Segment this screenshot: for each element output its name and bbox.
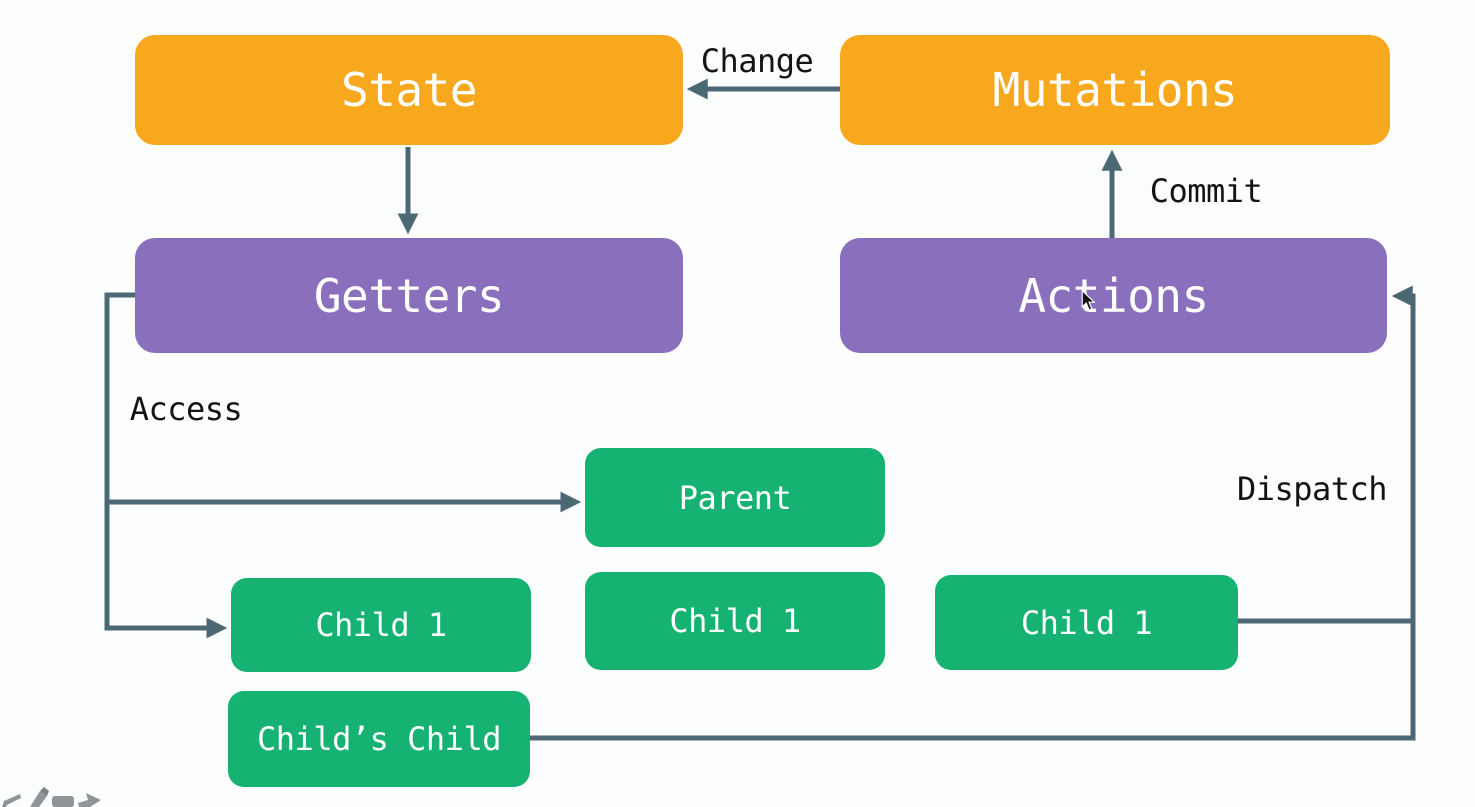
node-parent-label: Parent	[678, 478, 792, 517]
node-child1-left-label: Child 1	[315, 606, 447, 644]
node-state-label: State	[341, 63, 477, 117]
node-getters-label: Getters	[313, 268, 505, 323]
node-actions: Actions	[840, 238, 1387, 353]
cropped-arrow-icon	[78, 793, 101, 807]
cropped-line-icon	[2, 794, 21, 807]
cropped-pencil-icon	[30, 791, 47, 807]
edge-access-child-arrow	[104, 292, 228, 639]
node-parent: Parent	[585, 448, 885, 547]
edge-label-change: Change	[700, 42, 814, 80]
node-child1-middle-label: Child 1	[669, 602, 801, 640]
edge-label-commit: Commit	[1149, 172, 1263, 210]
cropped-toolbar-icons	[2, 787, 101, 807]
edge-dispatch-arrow	[530, 285, 1416, 741]
node-child1-left: Child 1	[231, 578, 531, 672]
node-child1-right: Child 1	[935, 575, 1238, 670]
edge-label-access: Access	[129, 390, 243, 428]
mouse-cursor-icon	[1081, 290, 1096, 311]
cropped-bar-icon	[52, 796, 74, 807]
node-mutations: Mutations	[840, 35, 1390, 145]
node-childs-child-label: Child’s Child	[257, 720, 501, 758]
cropped-pencil-tip-icon	[40, 787, 49, 796]
node-child1-middle: Child 1	[585, 572, 885, 670]
node-childs-child: Child’s Child	[228, 691, 530, 787]
node-actions-label: Actions	[1018, 268, 1209, 323]
node-state: State	[135, 35, 683, 145]
node-getters: Getters	[135, 238, 683, 353]
node-mutations-label: Mutations	[992, 63, 1238, 117]
node-child1-right-label: Child 1	[1020, 603, 1153, 642]
edge-label-dispatch: Dispatch	[1236, 470, 1388, 508]
